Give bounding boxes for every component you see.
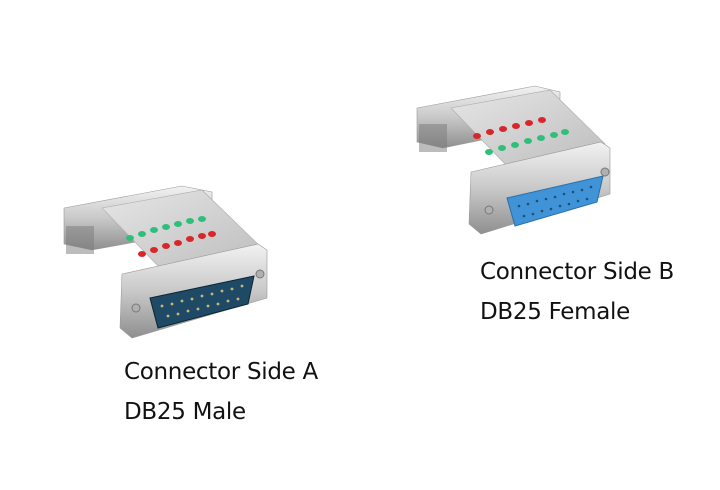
caption-side-a: Connector Side A DB25 Male <box>124 352 318 432</box>
db25-female-tester-image <box>415 80 615 240</box>
db25-male-tester-illustration <box>63 185 268 339</box>
caption-side-a-title: Connector Side A <box>124 359 318 385</box>
caption-side-a-subtitle: DB25 Male <box>124 399 246 425</box>
caption-side-b: Connector Side B DB25 Female <box>480 252 674 332</box>
db25-female-tester-illustration <box>416 85 611 235</box>
caption-side-b-title: Connector Side B <box>480 259 674 285</box>
db25-male-tester-image <box>62 178 277 343</box>
caption-side-b-subtitle: DB25 Female <box>480 299 630 325</box>
